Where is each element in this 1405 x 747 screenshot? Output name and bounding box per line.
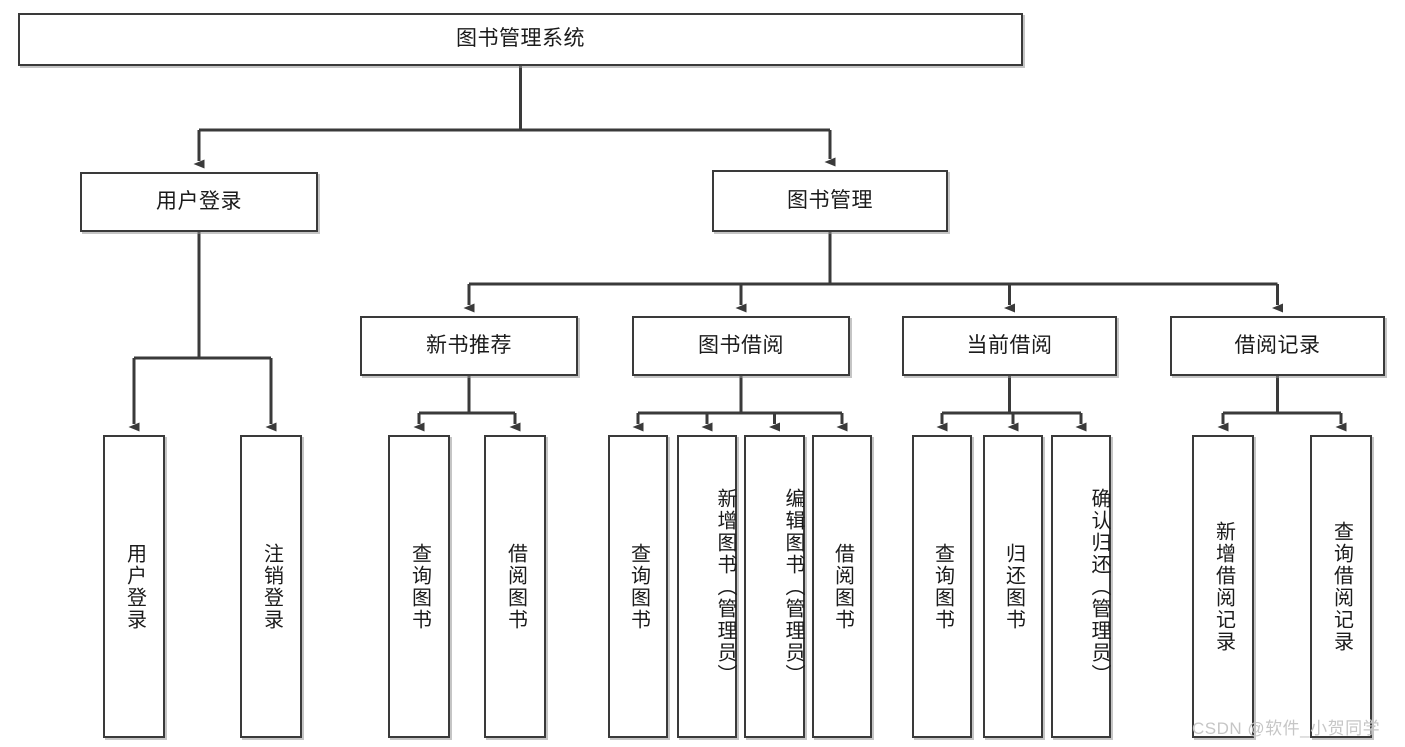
connector-trunk — [942, 376, 1081, 415]
node-root[interactable]: 图书管理系统 — [18, 13, 1023, 66]
node-label: 图书管理 — [787, 188, 873, 212]
node-bookmgmt[interactable]: 图书管理 — [712, 170, 948, 232]
node-label: 查询借阅记录 — [1330, 520, 1353, 653]
node-leaf2[interactable]: 注销登录 — [240, 435, 302, 738]
node-records[interactable]: 借阅记录 — [1170, 316, 1385, 376]
node-label: 新增图书（管理员） — [714, 487, 736, 686]
node-label: 借阅图书 — [831, 542, 854, 631]
connector-trunk — [199, 66, 830, 132]
node-borrow[interactable]: 图书借阅 — [632, 316, 850, 376]
node-login[interactable]: 用户登录 — [80, 172, 318, 232]
node-label: 查询图书 — [931, 542, 954, 631]
node-label: 注销登录 — [260, 542, 283, 631]
node-label: 新增借阅记录 — [1212, 520, 1235, 653]
node-leaf4[interactable]: 借阅图书 — [484, 435, 546, 738]
node-leaf6[interactable]: 新增图书（管理员） — [677, 435, 737, 738]
node-leaf7[interactable]: 编辑图书（管理员） — [744, 435, 805, 738]
connector-trunk — [134, 232, 271, 360]
node-label: 图书借阅 — [698, 333, 784, 357]
connector-trunk — [469, 232, 1278, 286]
node-leaf9[interactable]: 查询图书 — [912, 435, 972, 738]
node-leaf12[interactable]: 新增借阅记录 — [1192, 435, 1254, 738]
node-label: 编辑图书（管理员） — [782, 487, 804, 686]
node-leaf10[interactable]: 归还图书 — [983, 435, 1043, 738]
node-leaf11[interactable]: 确认归还（管理员） — [1051, 435, 1111, 738]
node-label: 当前借阅 — [966, 333, 1053, 357]
node-label: 查询图书 — [627, 542, 650, 631]
connector-trunk — [1223, 376, 1341, 415]
node-label: 借阅记录 — [1234, 333, 1321, 357]
node-leaf13[interactable]: 查询借阅记录 — [1310, 435, 1372, 738]
node-current[interactable]: 当前借阅 — [902, 316, 1117, 376]
node-label: 借阅图书 — [504, 542, 527, 631]
node-label: 确认归还（管理员） — [1088, 487, 1110, 686]
node-label: 用户登录 — [123, 542, 146, 631]
node-leaf3[interactable]: 查询图书 — [388, 435, 450, 738]
node-leaf1[interactable]: 用户登录 — [103, 435, 165, 738]
node-label: 查询图书 — [408, 542, 431, 631]
node-label: 用户登录 — [156, 189, 242, 213]
node-leaf5[interactable]: 查询图书 — [608, 435, 668, 738]
node-label: 图书管理系统 — [456, 27, 585, 51]
node-newbook[interactable]: 新书推荐 — [360, 316, 578, 376]
node-label: 归还图书 — [1002, 542, 1025, 631]
connector-trunk — [638, 376, 842, 415]
node-leaf8[interactable]: 借阅图书 — [812, 435, 872, 738]
node-label: 新书推荐 — [426, 333, 512, 357]
connector-trunk — [419, 376, 515, 415]
